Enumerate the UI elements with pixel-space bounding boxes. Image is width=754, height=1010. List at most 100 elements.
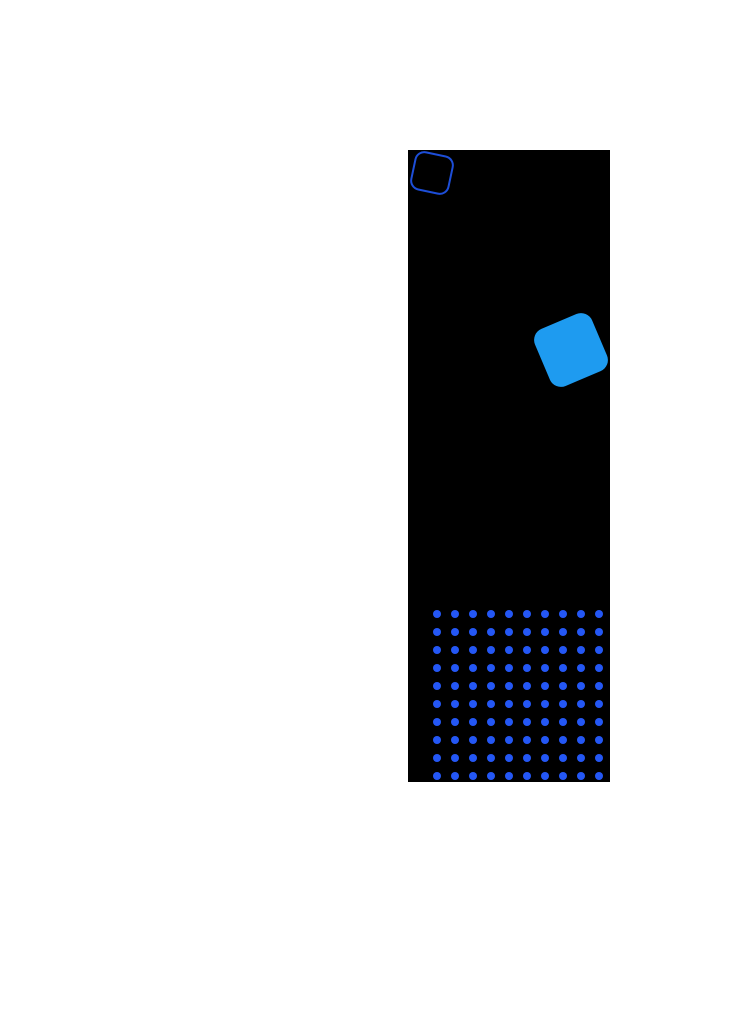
grid-dot (559, 736, 567, 744)
grid-dot (577, 736, 585, 744)
grid-dot (541, 718, 549, 726)
grid-dot (505, 664, 513, 672)
grid-dot (433, 718, 441, 726)
grid-dot (577, 610, 585, 618)
grid-dot (451, 610, 459, 618)
grid-dot (523, 700, 531, 708)
grid-dot (487, 754, 495, 762)
grid-dot (469, 610, 477, 618)
grid-dot (523, 718, 531, 726)
grid-dot (541, 610, 549, 618)
grid-dot (451, 736, 459, 744)
dot-grid (433, 610, 603, 780)
grid-dot (451, 682, 459, 690)
grid-dot (541, 664, 549, 672)
grid-dot (487, 646, 495, 654)
grid-dot (433, 610, 441, 618)
grid-dot (487, 664, 495, 672)
grid-dot (523, 754, 531, 762)
grid-dot (433, 772, 441, 780)
grid-dot (595, 682, 603, 690)
grid-dot (487, 628, 495, 636)
grid-dot (541, 700, 549, 708)
grid-dot (505, 700, 513, 708)
grid-dot (559, 610, 567, 618)
grid-dot (595, 646, 603, 654)
grid-dot (505, 718, 513, 726)
grid-dot (469, 664, 477, 672)
grid-dot (595, 610, 603, 618)
grid-dot (433, 682, 441, 690)
grid-dot (505, 682, 513, 690)
grid-dot (469, 718, 477, 726)
grid-dot (523, 736, 531, 744)
grid-dot (577, 664, 585, 672)
grid-dot (487, 682, 495, 690)
grid-dot (487, 718, 495, 726)
grid-dot (595, 754, 603, 762)
grid-dot (541, 754, 549, 762)
grid-dot (505, 754, 513, 762)
grid-dot (451, 646, 459, 654)
grid-dot (487, 610, 495, 618)
grid-dot (559, 682, 567, 690)
grid-dot (577, 754, 585, 762)
grid-dot (559, 646, 567, 654)
grid-dot (433, 664, 441, 672)
grid-dot (577, 772, 585, 780)
grid-dot (505, 610, 513, 618)
grid-dot (451, 772, 459, 780)
grid-dot (433, 628, 441, 636)
grid-dot (433, 736, 441, 744)
grid-dot (487, 700, 495, 708)
grid-dot (505, 628, 513, 636)
grid-dot (505, 646, 513, 654)
grid-dot (487, 772, 495, 780)
grid-dot (523, 610, 531, 618)
grid-dot (595, 664, 603, 672)
grid-dot (451, 718, 459, 726)
grid-dot (559, 664, 567, 672)
grid-dot (559, 718, 567, 726)
grid-dot (469, 772, 477, 780)
grid-dot (469, 700, 477, 708)
grid-dot (505, 736, 513, 744)
grid-dot (541, 628, 549, 636)
grid-dot (451, 664, 459, 672)
grid-dot (469, 682, 477, 690)
grid-dot (595, 700, 603, 708)
decorative-black-panel (408, 150, 610, 782)
grid-dot (469, 736, 477, 744)
grid-dot (595, 736, 603, 744)
grid-dot (559, 754, 567, 762)
grid-dot (469, 754, 477, 762)
grid-dot (595, 718, 603, 726)
grid-dot (559, 700, 567, 708)
grid-dot (577, 682, 585, 690)
grid-dot (433, 754, 441, 762)
grid-dot (577, 646, 585, 654)
grid-dot (577, 718, 585, 726)
grid-dot (523, 646, 531, 654)
grid-dot (559, 628, 567, 636)
grid-dot (559, 772, 567, 780)
grid-dot (433, 646, 441, 654)
grid-dot (523, 772, 531, 780)
grid-dot (523, 664, 531, 672)
grid-dot (451, 700, 459, 708)
grid-dot (469, 628, 477, 636)
grid-dot (451, 754, 459, 762)
grid-dot (541, 646, 549, 654)
grid-dot (541, 772, 549, 780)
grid-dot (541, 736, 549, 744)
grid-dot (433, 700, 441, 708)
grid-dot (505, 772, 513, 780)
grid-dot (577, 700, 585, 708)
grid-dot (595, 772, 603, 780)
grid-dot (577, 628, 585, 636)
grid-dot (523, 682, 531, 690)
grid-dot (595, 628, 603, 636)
grid-dot (451, 628, 459, 636)
grid-dot (541, 682, 549, 690)
